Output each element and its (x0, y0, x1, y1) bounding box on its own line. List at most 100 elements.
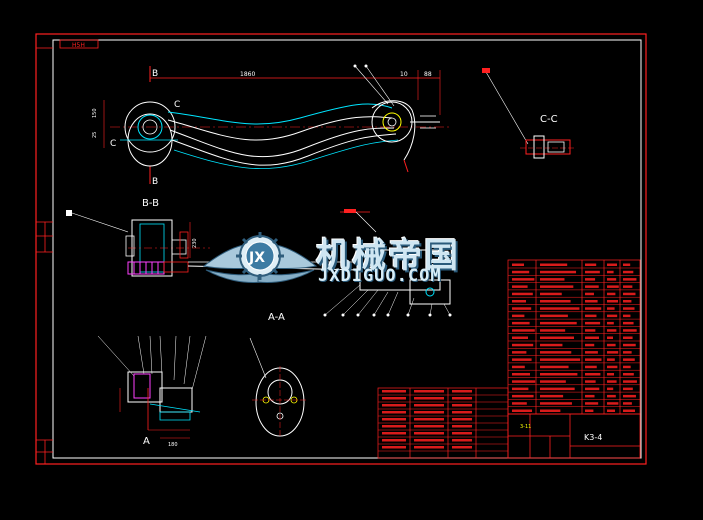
bom-cell-text (607, 387, 614, 391)
bom-cell-text (623, 394, 636, 398)
bom-cell-text (607, 365, 618, 369)
bom-cell-text (512, 336, 528, 339)
bom-cell-text (607, 409, 615, 412)
lower-bom-cell-text (414, 390, 444, 393)
bom-cell-text (540, 270, 577, 274)
lower-bom-cell-text (452, 418, 472, 421)
bom-cell-text (623, 336, 633, 339)
lower-bom-cell-text (414, 418, 444, 421)
bom-cell-text (623, 373, 634, 376)
bom-cell-text (512, 373, 530, 376)
dim-vert-left-2: 25 (92, 132, 98, 138)
bom-cell-text (585, 351, 598, 354)
bom-cell-text (607, 380, 617, 383)
title-tag-text: H5H (72, 42, 85, 49)
lower-bom-cell-text (382, 390, 406, 393)
bom-cell-text (623, 321, 634, 325)
lower-bom-cell-text (452, 390, 472, 393)
lower-bom-cell-text (452, 411, 472, 414)
view-cc-label: C-C (540, 114, 558, 125)
section-view-bb[interactable]: B-B 230 (66, 198, 210, 277)
lower-bom-rows (378, 390, 508, 452)
bom-cell-text (585, 336, 599, 339)
title-tag-box (59, 39, 99, 49)
bom-cell-text (623, 270, 634, 274)
bottom-left-view[interactable]: A 180 (97, 335, 207, 448)
bom-cell-text (512, 278, 535, 281)
lower-bom-cell-text (452, 425, 472, 428)
bom-cell-text (623, 402, 632, 405)
bom-cell-text (540, 300, 571, 303)
lower-bom-cell-text (414, 432, 444, 435)
bom-cell-text (512, 365, 525, 369)
lower-bom-cell-text (382, 411, 406, 414)
title-block[interactable] (507, 413, 641, 459)
bom-cell-text (512, 292, 533, 296)
bom-cell-text (623, 329, 637, 332)
bom-cell-text (607, 358, 615, 361)
bom-cell-text (607, 329, 617, 332)
bom-cell-text (540, 336, 574, 339)
sheet-label: 3-11 (520, 424, 531, 430)
bom-cell-text (540, 321, 577, 325)
bom-cell-text (585, 285, 599, 288)
bom-cell-text (512, 300, 526, 303)
bom-cell-text (512, 387, 529, 391)
lower-bom-cell-text (414, 425, 444, 428)
section-c-label: C (110, 139, 116, 149)
lower-bom-cell-text (382, 418, 406, 421)
lower-bom-cell-text (382, 439, 406, 442)
bom-cell-text (512, 314, 525, 318)
watermark-name-cn: 机械帝国 (316, 236, 460, 276)
bom-cell-text (607, 263, 617, 266)
bom-cell-text (607, 343, 616, 347)
lower-bom-cell-text (382, 397, 406, 400)
bom-cell-text (623, 278, 637, 281)
section-a-label: A (143, 436, 150, 447)
bom-cell-text (585, 343, 595, 347)
bom-cell-text (607, 336, 613, 339)
lower-bom-cell-text (452, 397, 472, 400)
bom-cell-text (607, 300, 618, 303)
bom-cell-text (607, 402, 619, 405)
bill-of-materials[interactable] (507, 259, 641, 415)
part-code: K3-4 (584, 433, 602, 442)
bom-cell-text (585, 278, 596, 281)
bom-cell-text (607, 285, 619, 288)
lower-bom-cell-text (414, 446, 444, 449)
bom-cell-text (540, 365, 569, 369)
bom-cell-text (623, 365, 631, 369)
left-binding-strip (36, 47, 53, 464)
section-b-bottom-label: B (152, 177, 158, 187)
bom-cell-text (512, 321, 530, 325)
dim-top-small-1: 10 (400, 71, 408, 78)
main-view[interactable]: B B 1860 10 88 150 25 C C (92, 64, 450, 188)
section-view-cc[interactable]: C-C (482, 68, 576, 159)
bom-cell-text (623, 351, 632, 354)
bom-cell-text (585, 387, 600, 391)
bom-cell-text (540, 263, 568, 266)
bom-cell-text (607, 394, 616, 398)
bom-cell-text (512, 343, 534, 347)
bom-cell-fill (512, 263, 637, 412)
lower-bom-cell-text (382, 432, 406, 435)
bom-cell-text (585, 329, 596, 332)
lower-bom-cell-text (414, 439, 444, 442)
flange-view-aa[interactable] (249, 337, 308, 438)
section-b-top-label: B (152, 69, 158, 79)
bom-cell-text (623, 387, 633, 391)
bom-cell-text (585, 394, 595, 398)
bom-cell-text (540, 343, 563, 347)
lower-bom-cell-text (414, 397, 444, 400)
drawing-outer-frame (35, 33, 647, 465)
bom-cell-text (585, 270, 600, 274)
bom-cell-text (540, 373, 578, 376)
bom-cell-text (540, 394, 564, 398)
bom-cell-text (540, 278, 565, 281)
bom-cell-text (540, 307, 580, 310)
bom-cell-text (623, 409, 635, 412)
view-aa-label: A-A (268, 312, 285, 323)
lower-bom-cell-text (382, 425, 406, 428)
section-c-label-2: C (174, 100, 180, 110)
